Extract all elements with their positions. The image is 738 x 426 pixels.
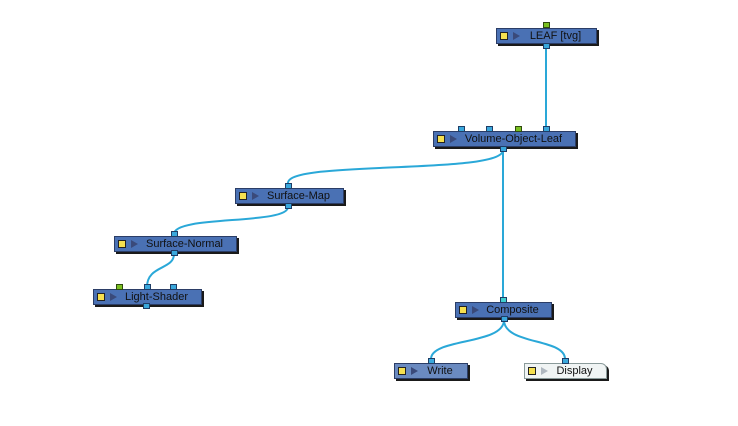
input-port[interactable]	[500, 297, 507, 303]
enable-toggle[interactable]	[500, 32, 508, 40]
wire-surfmap-surfnorm[interactable]	[173, 206, 289, 235]
input-port[interactable]	[458, 126, 465, 132]
input-port[interactable]	[428, 358, 435, 364]
play-arrow-icon	[513, 32, 520, 40]
wire-surfnorm-lightshader[interactable]	[146, 253, 175, 288]
node-label: Display	[556, 365, 593, 377]
enable-toggle[interactable]	[437, 135, 445, 143]
wire-volume-surfmap[interactable]	[287, 149, 504, 184]
node-surface-map[interactable]: Surface-Map	[235, 188, 344, 204]
enable-toggle[interactable]	[528, 367, 536, 375]
node-label: Surface-Map	[267, 190, 330, 202]
play-arrow-icon	[472, 306, 479, 314]
enable-toggle[interactable]	[459, 306, 467, 314]
play-arrow-icon	[450, 135, 457, 143]
output-port[interactable]	[285, 203, 292, 209]
input-port[interactable]	[144, 284, 151, 290]
input-port[interactable]	[116, 284, 123, 290]
enable-toggle[interactable]	[239, 192, 247, 200]
play-arrow-icon	[541, 367, 548, 375]
node-label: Surface-Normal	[145, 238, 224, 250]
node-display[interactable]: Display	[524, 363, 607, 379]
input-port[interactable]	[543, 126, 550, 132]
input-port[interactable]	[171, 231, 178, 237]
input-port[interactable]	[486, 126, 493, 132]
node-label: Light-Shader	[125, 291, 188, 303]
wire-composite-write[interactable]	[430, 319, 505, 360]
wire-composite-display[interactable]	[503, 319, 566, 360]
node-label: Volume-Object-Leaf	[464, 133, 563, 145]
output-port[interactable]	[500, 146, 507, 152]
play-arrow-icon	[252, 192, 259, 200]
input-port[interactable]	[562, 358, 569, 364]
node-label: Write	[427, 365, 453, 377]
output-port[interactable]	[171, 250, 178, 256]
node-write[interactable]: Write	[394, 363, 468, 379]
input-port[interactable]	[515, 126, 522, 132]
input-port[interactable]	[543, 22, 550, 28]
enable-toggle[interactable]	[118, 240, 126, 248]
node-light-shader[interactable]: Light-Shader	[93, 289, 202, 305]
output-port[interactable]	[501, 316, 508, 322]
output-port[interactable]	[543, 43, 550, 49]
node-label: Composite	[486, 304, 539, 316]
node-leaf[interactable]: LEAF [tvg]	[496, 28, 597, 44]
node-volume-object-leaf[interactable]: Volume-Object-Leaf	[433, 131, 576, 147]
enable-toggle[interactable]	[398, 367, 406, 375]
enable-toggle[interactable]	[97, 293, 105, 301]
node-label: LEAF [tvg]	[529, 30, 582, 42]
play-arrow-icon	[110, 293, 117, 301]
play-arrow-icon	[411, 367, 418, 375]
output-port[interactable]	[143, 303, 150, 309]
input-port[interactable]	[285, 183, 292, 189]
input-port[interactable]	[170, 284, 177, 290]
play-arrow-icon	[131, 240, 138, 248]
